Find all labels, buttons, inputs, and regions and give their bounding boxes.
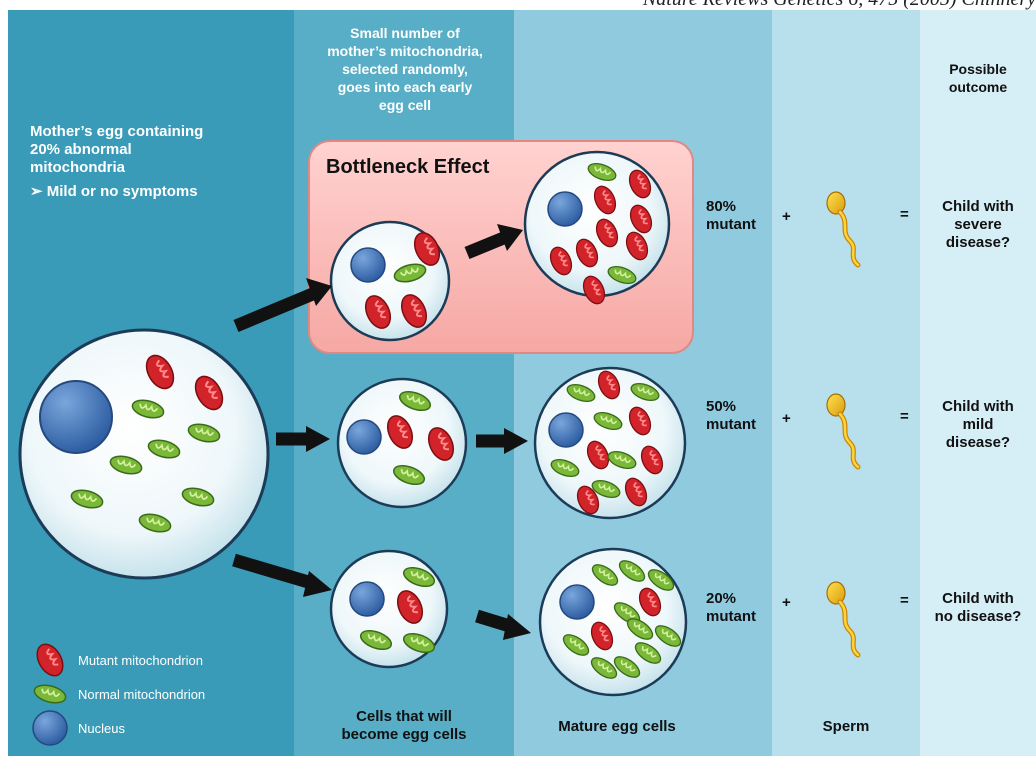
legend-normal: Normal mitochondrion (78, 687, 206, 702)
column-outcome (920, 10, 1036, 756)
column-sperm (772, 10, 920, 756)
legend-nucleus: Nucleus (78, 721, 125, 736)
equals-sign-row1: = (900, 206, 909, 223)
normal-mitochondrion-icon (31, 681, 69, 707)
possible-outcome-heading: Possible outcome (948, 61, 1008, 95)
arrow-cell1-to-mature1 (464, 224, 523, 260)
sperm-icon (827, 582, 858, 655)
equals-sign-row2: = (900, 408, 909, 425)
arrow-mother-to-cell2 (276, 426, 330, 452)
plus-sign-row1: + (782, 208, 791, 225)
arrow-cell3-to-mature3 (475, 609, 531, 640)
mother-egg-cell (18, 328, 270, 580)
mature-cell-3 (538, 547, 688, 697)
arrow-mother-to-cell3 (232, 553, 332, 597)
header-fragment: Nature Reviews Genetics 6, 475 (2005) Ch… (0, 0, 1036, 10)
early-cell-3 (329, 549, 449, 669)
small-number-text: Small number of mother’s mitochondria, s… (327, 25, 483, 113)
plus-sign-row2: + (782, 410, 791, 427)
mutant-label-row3: 20%mutant (706, 590, 756, 625)
bottleneck-title: Bottleneck Effect (326, 156, 490, 178)
arrows (232, 224, 531, 640)
arrow-mother-to-cell1 (233, 278, 332, 332)
mutant-label-row1: 80%mutant (706, 198, 756, 233)
mutant-mitochondrion-icon (30, 638, 70, 682)
mutant-label-row2: 50%mutant (706, 398, 756, 433)
arrow-cell2-to-mature2 (476, 428, 528, 454)
sperm-icon (827, 192, 858, 265)
early-cell-2 (336, 377, 468, 509)
mature-cell-1 (523, 150, 671, 308)
early-cell-1 (329, 220, 451, 342)
sperm-label: Sperm (822, 718, 870, 735)
legend-mutant: Mutant mitochondrion (78, 653, 204, 668)
mature-label: Mature egg cells (558, 718, 676, 735)
mother-egg-text: Mother’s egg containing 20% abnormal mit… (30, 123, 204, 200)
equals-sign-row3: = (900, 592, 909, 609)
sperm-icon (827, 394, 858, 467)
nucleus-icon (32, 710, 68, 746)
plus-sign-row3: + (782, 594, 791, 611)
mature-cell-2 (533, 366, 687, 520)
